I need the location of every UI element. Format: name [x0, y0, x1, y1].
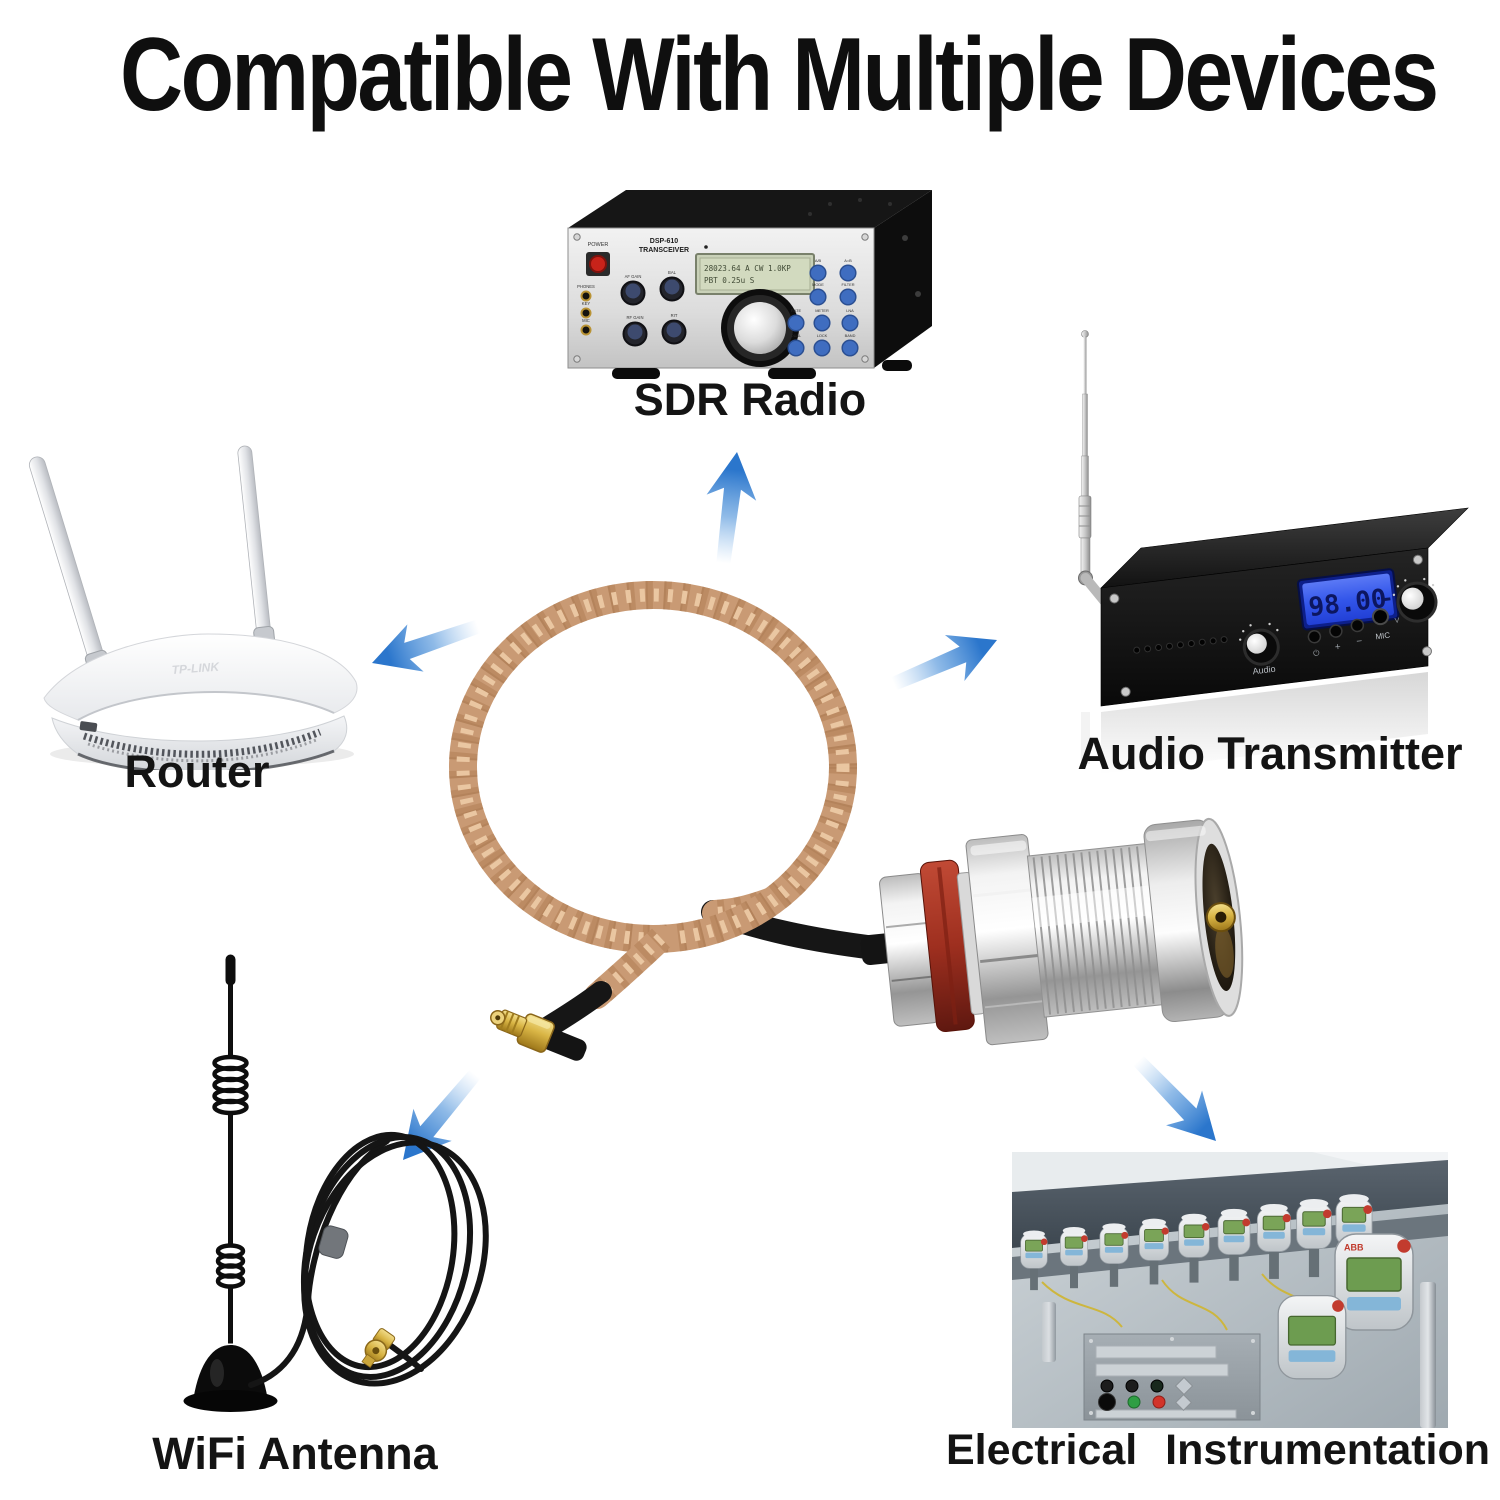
instrument-row — [1020, 1194, 1373, 1291]
power-symbol: ⏻ — [1313, 648, 1321, 658]
antenna-whip-icon — [212, 954, 249, 1344]
antenna-cable — [248, 1131, 489, 1388]
sdr-btn-label: A/B — [815, 258, 822, 263]
electrical-instrumentation-label: Electrical Instrumentation — [945, 1426, 1491, 1474]
cable-jacket-mmcx-side — [536, 981, 612, 1039]
sdr-btn-label: FILTER — [841, 282, 854, 287]
sdr-mic-jack — [580, 324, 592, 336]
large-instrument: ABB — [1334, 1233, 1414, 1331]
vent-holes — [1133, 636, 1228, 654]
reflection — [1101, 672, 1428, 774]
audio-transmitter-image: 98.00 Audio ⏻ + − MIC V — [1078, 330, 1469, 774]
sdr-lcd-line2: PBT 0.25u S — [704, 276, 755, 285]
router-front — [51, 715, 348, 770]
electrical-instrumentation-image: ABB — [1012, 1152, 1448, 1428]
mic-jack — [1371, 608, 1389, 626]
router-antenna-left-icon — [28, 456, 111, 676]
sdr-radio-label: SDR Radio — [633, 374, 867, 425]
pipe — [1420, 1282, 1436, 1428]
large-instrument — [1277, 1294, 1347, 1380]
arrow-to-sdr-radio-icon — [706, 452, 757, 565]
router-brand: TP-LINK — [171, 660, 221, 677]
sdr-lcd-line1: 28023.64 A CW 1.0KP — [704, 264, 791, 273]
mic-label: MIC — [1375, 631, 1391, 642]
sdr-knob-label-rit: RIT — [671, 313, 678, 318]
power-button — [1307, 629, 1322, 644]
sdr-btn-label: METER — [815, 308, 829, 313]
plus-symbol: + — [1334, 642, 1341, 654]
sdr-jack-label-mic: MIC — [582, 318, 590, 323]
sdr-phones-jack — [580, 290, 592, 302]
router-vent — [82, 728, 322, 758]
transmitter-front-panel: 98.00 Audio ⏻ + − MIC V — [1109, 554, 1438, 697]
sdr-jack-label-key: KEY — [582, 301, 591, 306]
audio-knob-label: Audio — [1252, 664, 1276, 677]
page-title: Compatible With Multiple Devices — [120, 17, 1439, 133]
instrument-brand: ABB — [1344, 1243, 1364, 1253]
sma-connector-icon — [361, 1328, 396, 1368]
braided-cable-loop — [449, 581, 857, 953]
sdr-model-line2: TRANSCEIVER — [639, 247, 689, 254]
sdr-btn-label: DUAL — [791, 333, 802, 338]
volume-knob-label: V — [1394, 617, 1400, 625]
router-label: Router — [124, 746, 270, 797]
mmcx-connector-icon — [490, 1009, 587, 1061]
sdr-btn-label: LNA — [846, 308, 854, 313]
sdr-function-buttons — [787, 264, 859, 357]
sdr-power-label: POWER — [588, 242, 609, 248]
sdr-knob-label-af-gain: AF GAIN — [625, 274, 642, 279]
sdr-btn-label: RATE — [791, 308, 801, 313]
sdr-knob-label-rf-gain: RF GAIN — [627, 315, 644, 320]
coax-cable-image — [449, 581, 1244, 1061]
audio-transmitter-label: Audio Transmitter — [1077, 728, 1463, 779]
sdr-btn-label: A=B — [844, 258, 852, 263]
cable-tie — [318, 1225, 349, 1259]
n-female-connector-icon — [860, 817, 1244, 1046]
router-image: TP-LINK — [28, 445, 358, 770]
sdr-knob-label-bal: BAL — [668, 270, 677, 275]
plus-button — [1329, 624, 1343, 638]
sdr-jack-label-phones: PHONES — [577, 284, 595, 289]
sdr-radio-image: POWER DSP-610 TRANSCEIVER PHONES KEY MIC… — [567, 190, 932, 379]
wifi-antenna-label: WiFi Antenna — [152, 1428, 438, 1479]
sdr-key-jack — [580, 307, 592, 319]
router-antenna-right-icon — [237, 445, 276, 650]
minus-symbol: − — [1356, 636, 1363, 648]
sdr-btn-label: MODE — [812, 282, 824, 287]
sdr-btn-label: LOCK — [817, 333, 828, 338]
sdr-model-line1: DSP-610 — [650, 238, 679, 245]
wifi-antenna-image — [183, 954, 489, 1412]
control-box — [1083, 1333, 1261, 1421]
sdr-btn-label: BAND — [845, 333, 856, 338]
minus-button — [1350, 618, 1365, 633]
